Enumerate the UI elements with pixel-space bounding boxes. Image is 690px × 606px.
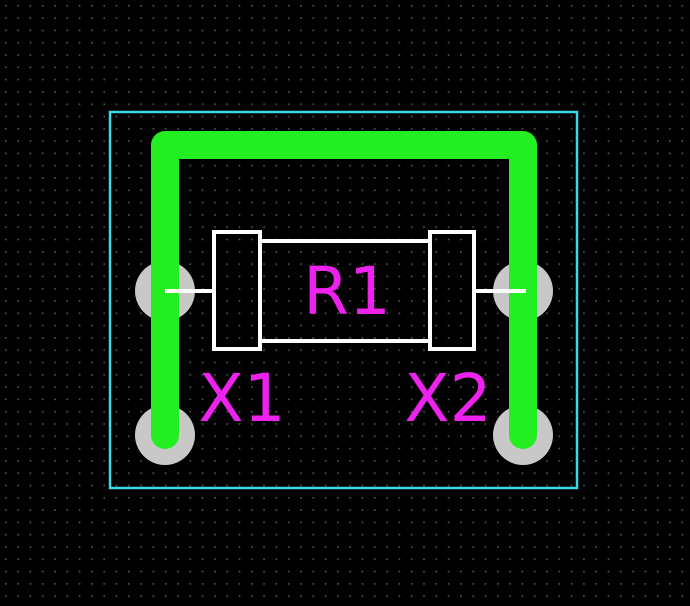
resistor-end-cap-right xyxy=(428,230,476,351)
resistor-end-cap-left xyxy=(212,230,262,351)
reference-designator: R1 xyxy=(303,253,391,330)
board-outline[interactable] xyxy=(108,110,579,490)
resistor-body-outline[interactable] xyxy=(165,230,526,351)
pin-label-x1: X1 xyxy=(198,360,285,437)
pin-label-x2: X2 xyxy=(404,360,491,437)
